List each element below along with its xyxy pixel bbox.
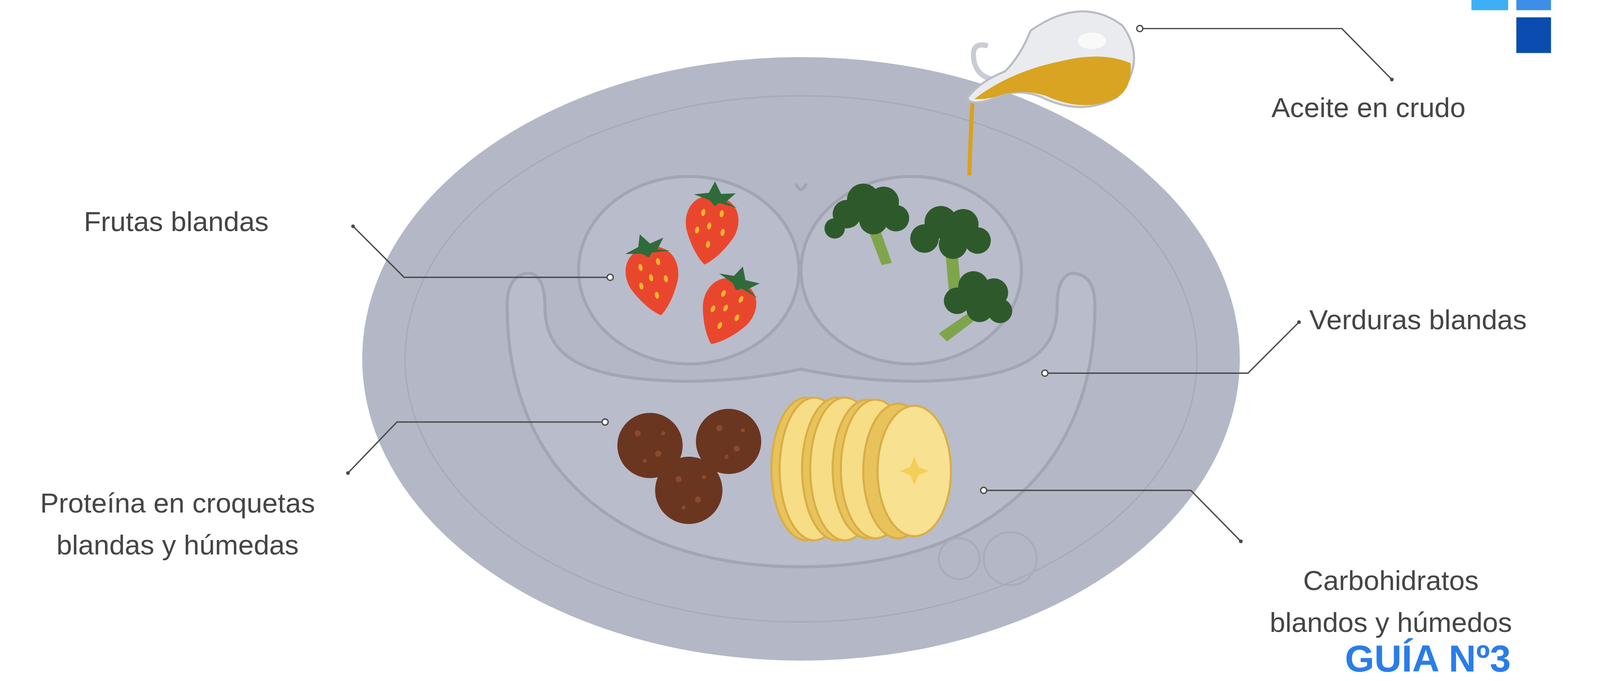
callout-label: Carbohidratos blandos y húmedos <box>1253 559 1529 644</box>
callout-label: Frutas blandas <box>83 200 373 243</box>
guide-number: GUÍA Nº3 <box>1344 636 1598 681</box>
eye-compartment <box>578 176 800 365</box>
broccoli <box>824 183 1013 342</box>
plate <box>362 57 1240 662</box>
leader-end <box>346 77 1394 544</box>
notch <box>795 183 807 190</box>
callout-label: Proteína en croquetas blandas y húmedas <box>6 482 349 567</box>
emboss-logo <box>983 532 1038 586</box>
leader-line <box>347 28 1392 542</box>
logo-square <box>1516 17 1551 53</box>
logo-square <box>1471 0 1509 11</box>
logo-square <box>1516 0 1551 11</box>
emboss-logo <box>938 538 980 580</box>
eye-compartment <box>800 176 1022 365</box>
plate-rim <box>405 96 1198 623</box>
oil-jug <box>967 11 1134 176</box>
callout-label: Aceite en crudo <box>1271 86 1560 129</box>
leader-dot <box>602 25 1143 494</box>
potato-slices <box>771 397 951 541</box>
strawberry <box>617 177 771 356</box>
meatball <box>617 409 762 525</box>
callout-label: Verduras blandas <box>1309 298 1598 341</box>
